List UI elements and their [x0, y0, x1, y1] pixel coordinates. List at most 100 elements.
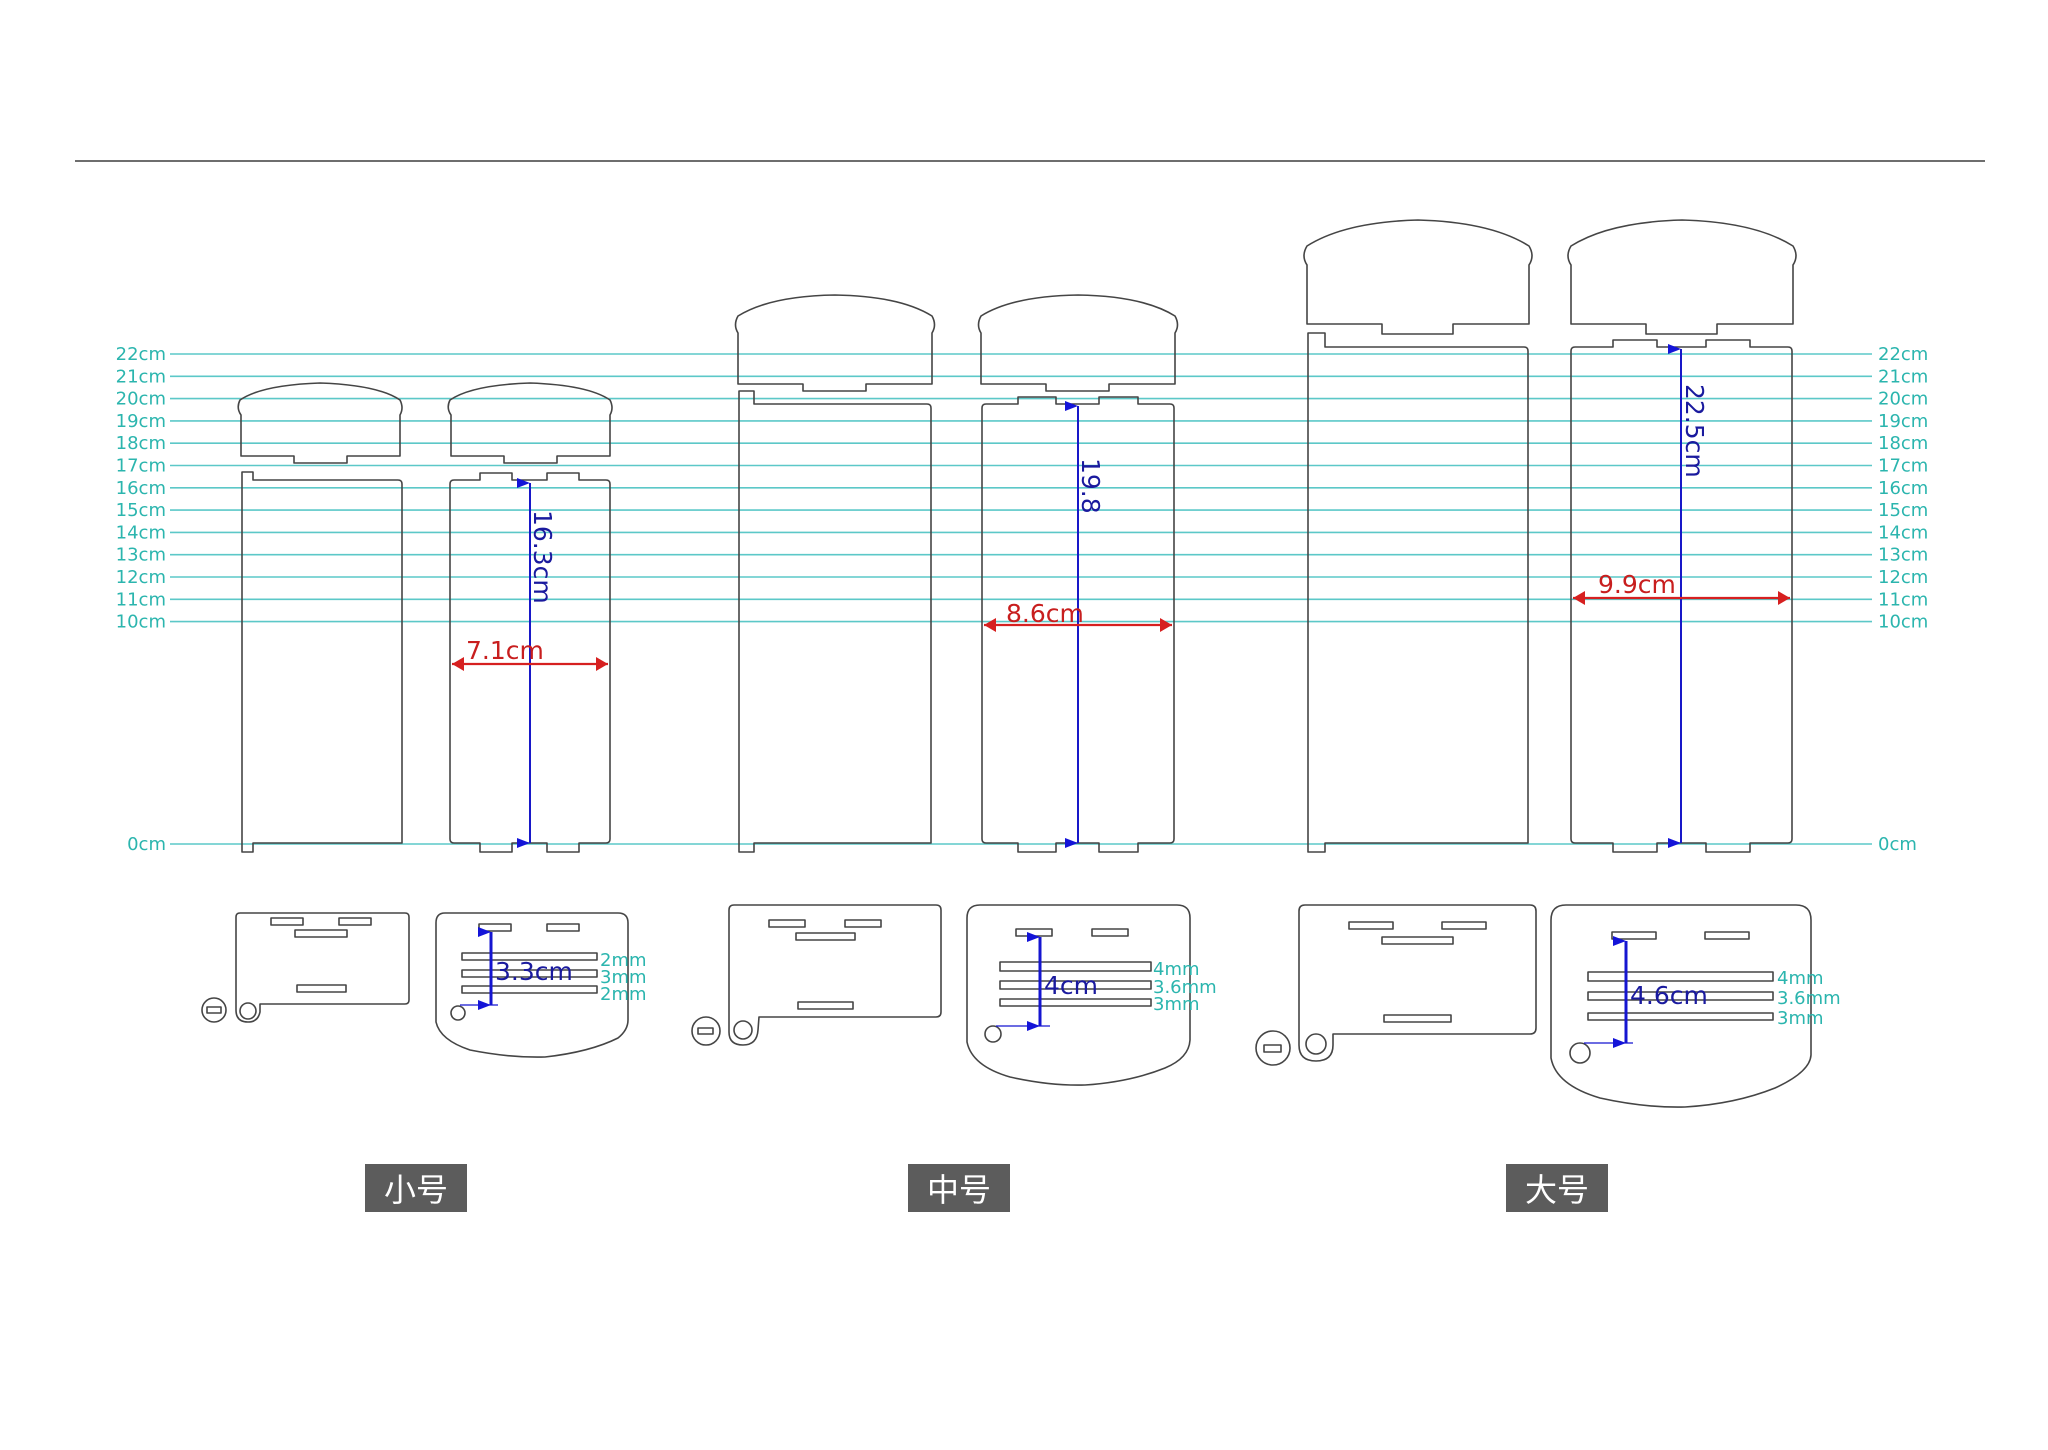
small-right-lid [447, 382, 613, 464]
small-shelf-hole [450, 1005, 466, 1021]
small-width-label: 7.1cm [466, 636, 544, 665]
slot [478, 923, 512, 932]
small-left-body [241, 471, 403, 853]
shelf-slot [1587, 991, 1774, 1001]
large-shelf-hole [1569, 1042, 1591, 1064]
medium-right-lid [977, 294, 1179, 392]
scale-label-right: 12cm [1878, 567, 1928, 588]
shelf-slot [461, 969, 598, 978]
scale-label-right: 11cm [1878, 589, 1928, 610]
shelf-slot [1587, 971, 1774, 982]
large-slot-label-2: 3.6mm [1777, 988, 1841, 1009]
scale-label-left: 17cm [116, 456, 166, 477]
scale-label-right: 13cm [1878, 545, 1928, 566]
small-shelf-plate [435, 912, 629, 1058]
shelf-slot [999, 961, 1152, 972]
scale-label-right: 17cm [1878, 456, 1928, 477]
large-base-hole [1305, 1033, 1327, 1055]
large-left-body [1307, 332, 1529, 853]
slot [1091, 928, 1129, 937]
medium-shelf-hole [984, 1025, 1002, 1043]
large-right-body [1570, 339, 1793, 853]
slot [1704, 931, 1750, 940]
scale-label-right: 21cm [1878, 366, 1928, 387]
medium-base-hole [733, 1020, 753, 1040]
slot [294, 929, 348, 938]
large-size-tag [1506, 1164, 1608, 1212]
slot [1383, 1014, 1452, 1023]
small-slot-label-3: 2mm [600, 984, 647, 1005]
slot [296, 984, 347, 993]
medium-height-label: 19.8 [1076, 458, 1105, 514]
medium-slot-label-1: 4mm [1153, 959, 1200, 980]
scale-label-left: 18cm [116, 433, 166, 454]
large-knob-disc [1255, 1030, 1291, 1066]
scale-label-right: 18cm [1878, 433, 1928, 454]
scale-label-left: 15cm [116, 500, 166, 521]
large-plate-depth-label: 4.6cm [1630, 981, 1708, 1010]
scale-label-right: 10cm [1878, 612, 1928, 633]
medium-size-tag [908, 1164, 1010, 1212]
large-right-lid [1567, 219, 1797, 335]
shelf-slot [1587, 1012, 1774, 1021]
scale-label-right: 15cm [1878, 500, 1928, 521]
medium-slot-label-3: 3mm [1153, 994, 1200, 1015]
small-plate-depth-label: 3.3cm [495, 957, 573, 986]
scale-label-right: 19cm [1878, 411, 1928, 432]
scale-label-left: 19cm [116, 411, 166, 432]
large-base-plate [1298, 904, 1537, 1062]
shelf-slot [461, 952, 598, 961]
slot [797, 1001, 854, 1010]
scale-label-right: 14cm [1878, 522, 1928, 543]
small-left-lid [237, 382, 403, 464]
small-base-plate [235, 912, 410, 1023]
small-height-label: 16.3cm [528, 510, 557, 604]
slot [270, 917, 304, 926]
small-size-label: 小号 [384, 1171, 448, 1209]
slot [1381, 936, 1454, 945]
slot [546, 923, 580, 932]
small-size-group: 16.3cm 7.1cm 3.3cm 2mm 3mm 2mm 小号 [201, 382, 647, 1212]
medium-left-body [738, 390, 932, 853]
scale-label-right: 20cm [1878, 389, 1928, 410]
medium-size-label: 中号 [927, 1171, 991, 1209]
large-size-group: 22.5cm 9.9cm 4.6cm 4mm 3.6mm 3mm 大号 [1255, 219, 1841, 1212]
slot [1015, 928, 1053, 937]
scale-label-left: 11cm [116, 589, 166, 610]
scale-label-right: 16cm [1878, 478, 1928, 499]
slot [1611, 931, 1657, 940]
scale-label-left: 10cm [116, 612, 166, 633]
slot [795, 932, 856, 941]
slot [844, 919, 882, 928]
large-height-label: 22.5cm [1680, 384, 1709, 478]
medium-left-lid [734, 294, 936, 392]
shelf-slot [999, 998, 1152, 1007]
small-knob-disc [201, 997, 227, 1023]
shelf-slot [999, 980, 1152, 990]
medium-plate-depth-label: 4cm [1044, 971, 1098, 1000]
scale-label-right: 0cm [1878, 834, 1917, 855]
small-slot-label-1: 2mm [600, 950, 647, 971]
scale-label-left: 12cm [116, 567, 166, 588]
large-slot-label-3: 3mm [1777, 1008, 1824, 1029]
scale-label-left: 0cm [127, 834, 166, 855]
small-slot-label-2: 3mm [600, 967, 647, 988]
slot [768, 919, 806, 928]
small-base-hole [239, 1002, 257, 1020]
slot [1441, 921, 1487, 930]
scale-label-left: 20cm [116, 389, 166, 410]
medium-right-body [981, 396, 1175, 853]
medium-knob-slot [697, 1027, 714, 1035]
scale-label-left: 21cm [116, 366, 166, 387]
medium-width-label: 8.6cm [1006, 599, 1084, 628]
scale-label-right: 22cm [1878, 344, 1928, 365]
large-size-label: 大号 [1525, 1171, 1589, 1209]
scale-label-left: 16cm [116, 478, 166, 499]
large-shelf-plate [1550, 904, 1812, 1108]
slot [338, 917, 372, 926]
small-knob-slot [206, 1006, 222, 1014]
scale-label-left: 13cm [116, 545, 166, 566]
